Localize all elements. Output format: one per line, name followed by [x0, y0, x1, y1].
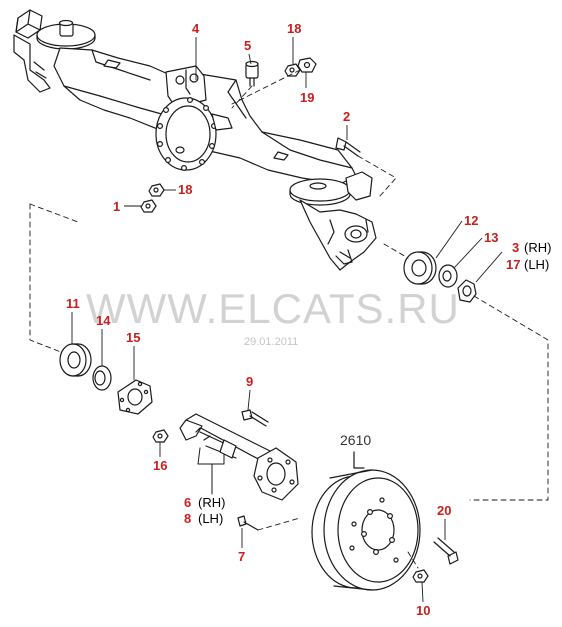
axle-housing	[13, 9, 377, 271]
callout-3-side: (RH)	[524, 240, 552, 255]
callout-14[interactable]: 14	[96, 313, 111, 328]
watermark-text: WWW.ELCATS.RU	[86, 285, 460, 332]
callout-11[interactable]: 11	[66, 296, 80, 311]
callout-6[interactable]: 6	[184, 495, 192, 510]
brake-drum	[311, 451, 459, 591]
callout-9[interactable]: 9	[246, 374, 254, 389]
shaft-bracket	[197, 447, 225, 495]
callout-3[interactable]: 3	[512, 240, 520, 255]
callout-17[interactable]: 17	[506, 257, 521, 272]
callout-4[interactable]: 4	[192, 21, 200, 36]
callout-17-side: (LH)	[524, 257, 550, 272]
axle-shaft	[179, 409, 299, 531]
callout-5[interactable]: 5	[244, 38, 252, 53]
left-dash-frame	[29, 203, 67, 355]
callout-18-upper[interactable]: 18	[287, 21, 302, 36]
callout-1[interactable]: 1	[113, 199, 121, 214]
fasteners-top	[140, 57, 361, 213]
group-ref-label[interactable]: 2610	[340, 432, 372, 448]
leader-dashes-bottom	[257, 517, 419, 569]
callout-10[interactable]: 10	[416, 603, 431, 618]
hub-bearing-right	[403, 251, 477, 303]
callout-8-side: (LH)	[198, 511, 224, 526]
leader-dashes-top	[29, 69, 397, 223]
callout-7[interactable]: 7	[238, 549, 246, 564]
callout-8[interactable]: 8	[184, 511, 192, 526]
callout-19[interactable]: 19	[300, 90, 315, 105]
hub-bearing-left	[59, 343, 169, 443]
watermark-date: 29.01.2011	[244, 336, 299, 348]
callout-13[interactable]: 13	[484, 230, 499, 245]
leader-dashes-right	[383, 243, 549, 501]
left-brake-flange	[13, 9, 96, 93]
callout-16[interactable]: 16	[153, 458, 168, 473]
callout-15[interactable]: 15	[126, 330, 141, 345]
callout-18-lower[interactable]: 18	[178, 182, 193, 197]
callout-12[interactable]: 12	[464, 213, 479, 228]
callout-6-side: (RH)	[198, 495, 226, 510]
callout-20[interactable]: 20	[437, 503, 452, 518]
callout-2[interactable]: 2	[343, 109, 351, 124]
